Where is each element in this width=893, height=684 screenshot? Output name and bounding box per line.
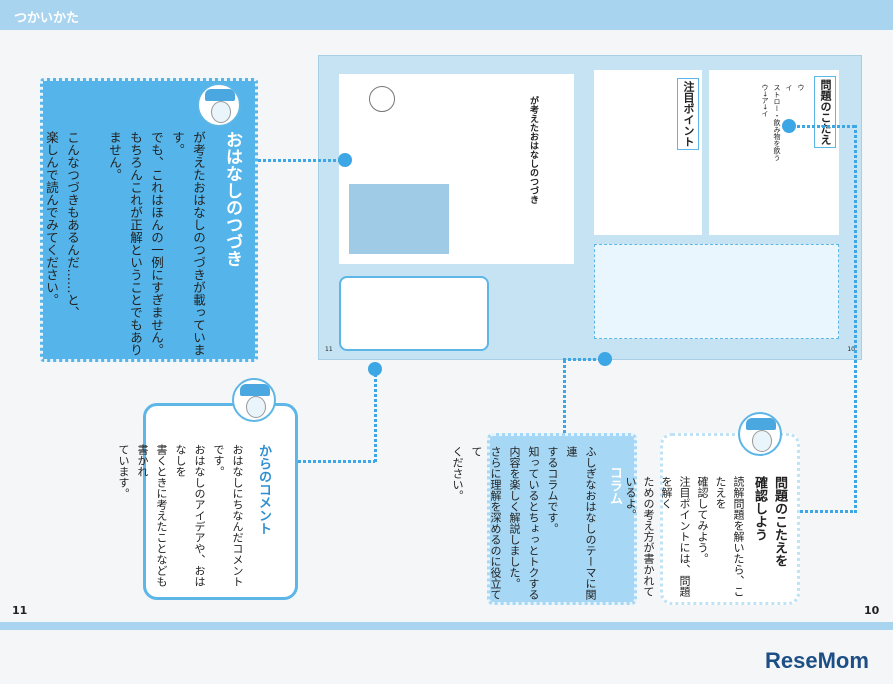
answer-page [709,70,839,235]
spread-answer-heading: 問題のこたえ [814,76,836,148]
header-bar: つかいかた [0,0,893,30]
connector-column [563,358,601,361]
column-preview [594,244,839,339]
spread-story-heading: が考えたおはなしのつづき [528,96,538,204]
point-page [594,70,702,235]
connector-answer-v [854,125,857,513]
answer-title: 問題のこたえを確認しよう [752,476,787,567]
connector-answer [792,125,856,128]
answer-check-box: 問題のこたえを確認しよう 読解問題を解いたら、こたえを確認してみよう。注目ポイン… [624,433,800,605]
connector-answer-b [800,510,856,513]
answer-2: イ [785,84,793,91]
column-title: コラム [607,466,622,505]
header-title: つかいかた [14,11,80,26]
story-continuation-box: おはなしのつづき が考えたおはなしのつづきが載っています。でも、これはほんの一例… [40,78,258,362]
answer-1: ウ [797,84,805,91]
connector-dot [368,362,382,376]
spread-page-right: 10 [847,346,855,353]
author-avatar [197,83,241,127]
column-text: ふしぎなおはなしのテーマに関連するコラムです。知っているとちょっとトクする内容を… [451,446,597,600]
comment-text: おはなしにちなんだコメントです。おはなしのアイデアや、おはなしを書くときに考えた… [117,444,244,587]
spread-answers: ウ イ ストロー・飲み物を飲う ウ→ア→イ [759,84,807,164]
connector-column-v [563,360,566,433]
spread-point-heading: 注目ポイント [677,78,699,150]
story-page [339,74,574,264]
moon-illustration [369,86,395,112]
author-avatar [232,378,276,422]
author-comment-box: からのコメント おはなしにちなんだコメントです。おはなしのアイデアや、おはなしを… [117,403,298,600]
story-text: が考えたおはなしのつづきが載っています。でも、これはほんの一例にすぎません。もち… [44,131,206,356]
connector-dot [338,153,352,167]
connector-dot [782,119,796,133]
column-box: コラム ふしぎなおはなしのテーマに関連するコラムです。知っているとちょっとトクす… [451,433,637,605]
connector-comment-v [374,370,377,462]
answer-3: ストロー・飲み物を飲う [773,84,781,161]
answer-text: 読解問題を解いたら、こたえを確認してみよう。注目ポイントには、問題を解くための考… [624,476,745,597]
illustration [349,184,449,254]
spread-page-left: 11 [325,346,333,353]
comment-preview [339,276,489,351]
story-title: おはなしのつづき [222,131,242,267]
comment-title: からのコメント [256,444,271,535]
page-number-left: 11 [12,604,28,617]
author-avatar [738,412,782,456]
connector-comment [298,460,375,463]
sample-spread: が考えたおはなしのつづき 注目ポイント 問題のこたえ ウ イ ストロー・飲み物を… [318,55,862,360]
connector-story [258,159,343,162]
connector-dot [598,352,612,366]
page-number-right: 10 [864,604,880,617]
answer-4: ウ→ア→イ [761,84,769,117]
resemom-logo: ReseMom [765,648,869,673]
footer-bar [0,622,893,630]
